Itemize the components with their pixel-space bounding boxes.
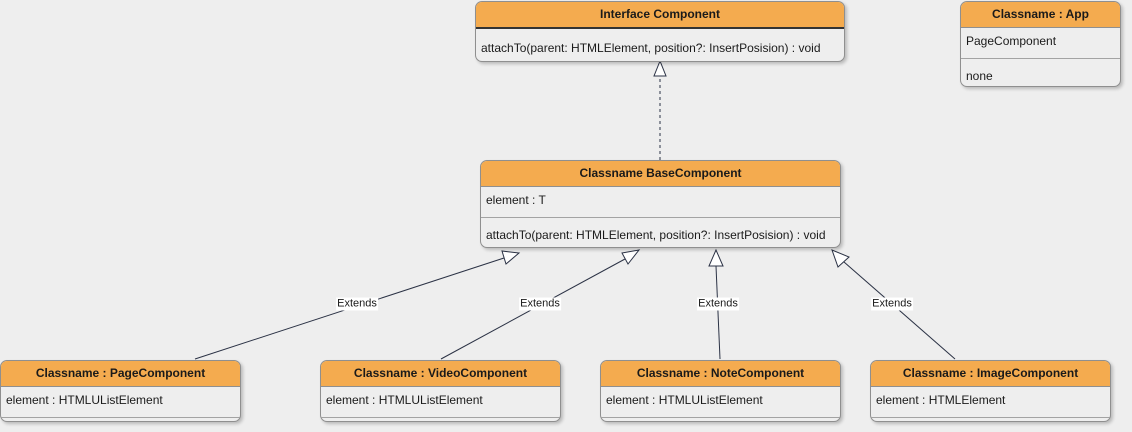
class-title: Classname BaseComponent [481,161,840,187]
extends-edge-image[interactable] [831,249,956,360]
class-title: Classname : ImageComponent [871,361,1110,387]
note-component-class-box[interactable]: Classname : NoteComponent element : HTML… [600,360,841,422]
edge-label-video: Extends [519,297,561,311]
class-title: Classname : NoteComponent [601,361,840,387]
page-component-class-box[interactable]: Classname : PageComponent element : HTML… [0,360,241,422]
method-row: attachTo(parent: HTMLElement, position?:… [481,41,821,55]
method-row: none [966,69,993,83]
video-component-class-box[interactable]: Classname : VideoComponent element : HTM… [320,360,561,422]
field-row: element : HTMLUListElement [606,393,763,407]
class-title: Interface Component [476,2,844,29]
realization-edge-base-to-component[interactable] [653,59,667,160]
section-divider [481,217,840,218]
class-title: Classname : VideoComponent [321,361,560,387]
section-divider [961,58,1120,59]
field-row: element : T [486,193,546,207]
edge-label-note: Extends [697,297,739,311]
section-divider [321,417,560,418]
class-title: Classname : App [961,2,1120,28]
method-row: attachTo(parent: HTMLElement, position?:… [486,228,826,242]
class-title: Classname : PageComponent [1,361,240,387]
section-divider [601,417,840,418]
interface-component-box[interactable]: Interface Component attachTo(parent: HTM… [475,1,845,62]
base-component-class-box[interactable]: Classname BaseComponent element : T atta… [480,160,841,248]
field-row: element : HTMLUListElement [326,393,483,407]
field-row: PageComponent [966,34,1057,48]
section-divider [871,417,1110,418]
edge-label-page: Extends [336,297,378,311]
edge-label-image: Extends [871,297,913,311]
image-component-class-box[interactable]: Classname : ImageComponent element : HTM… [870,360,1111,422]
app-class-box[interactable]: Classname : App PageComponent none [960,1,1121,87]
section-divider [1,417,240,418]
field-row: element : HTMLElement [876,393,1006,407]
field-row: element : HTMLUListElement [6,393,163,407]
extends-edge-note[interactable] [708,248,724,360]
